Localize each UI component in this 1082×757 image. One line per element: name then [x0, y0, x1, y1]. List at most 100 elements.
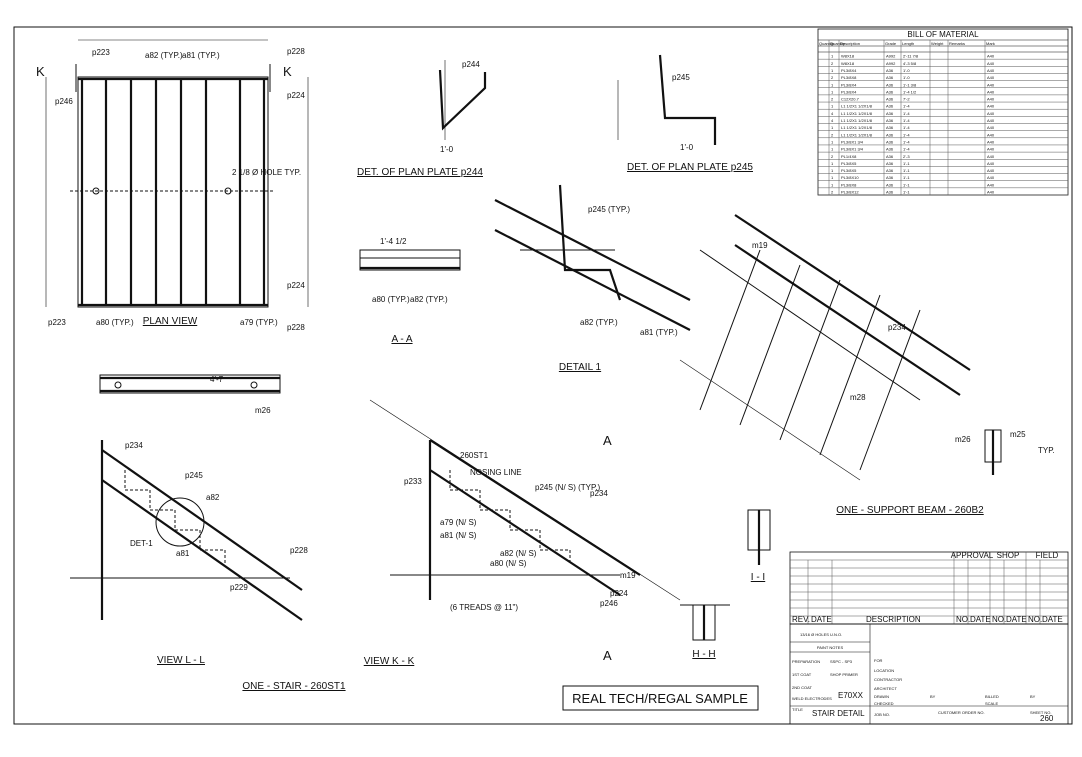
bom-cell: A40	[987, 132, 995, 137]
p245-caption: DET. OF PLAN PLATE p245	[627, 162, 753, 173]
bom-header: Remarks	[949, 41, 965, 46]
bom-cell: A40	[987, 104, 995, 109]
bom-cell: A40	[987, 125, 995, 130]
ll-mark-det1: DET-1	[130, 539, 153, 548]
bom-cell: 1'-4	[903, 132, 910, 137]
aa-mark-a82: a82 (TYP.)	[410, 295, 448, 304]
tb-sheet: SHEET NO.	[1030, 710, 1052, 715]
bom-cell: A36	[886, 132, 894, 137]
bom-cell: 1	[831, 89, 834, 94]
bom-title: BILL OF MATERIAL	[907, 30, 979, 39]
beam-mark-m25: m25	[1010, 430, 1026, 439]
beam-mark-typ: TYP.	[1038, 446, 1055, 455]
plan-mark-p246: p246	[55, 97, 73, 106]
bom-cell: A40	[987, 168, 995, 173]
bom-cell: 1'-4	[903, 125, 910, 130]
bom-cell: A40	[987, 89, 995, 94]
ii-caption: I - I	[751, 572, 765, 583]
tb-description: DESCRIPTION	[866, 615, 921, 624]
kk-treads: (6 TREADS @ 11")	[450, 603, 518, 612]
tb-date: DATE	[811, 615, 832, 624]
bom-cell: A40	[987, 175, 995, 180]
tb-weld-val: E70XX	[838, 691, 864, 700]
tb-title-lbl: TITLE	[792, 707, 803, 712]
bom-cell: L1 1/2X1 1/2X1/8	[841, 125, 873, 130]
tb-holes: 13/16 Ø HOLES U.N.O.	[800, 632, 842, 637]
bom-cell: PL3/8X10	[841, 175, 859, 180]
bom-cell: A40	[987, 190, 995, 195]
tb-contractor: CONTRACTOR	[874, 677, 902, 682]
bom-cell: A36	[886, 139, 894, 144]
bom-cell: A36	[886, 82, 894, 87]
bom-cell: 2'-3	[903, 154, 910, 159]
title-block: APPROVAL SHOP FIELD REV. DATE DESCRIPTIO…	[789, 551, 1069, 725]
ll-mark-p228: p228	[290, 546, 308, 555]
section-i-i: I - I	[747, 509, 771, 583]
kk-mark-p245: p245 (N/ S) (TYP.)	[535, 483, 601, 492]
section-a-top: A	[603, 433, 612, 448]
bom-cell: 7'-2	[903, 97, 910, 102]
section-a-a: 1'-4 1/2 a80 (TYP.) a82 (TYP.) A - A	[359, 237, 461, 345]
plan-view-caption: PLAN VIEW	[143, 316, 198, 327]
bom-cell: A40	[987, 75, 995, 80]
beam-mark-m28: m28	[850, 393, 866, 402]
bom-cell: 2	[831, 154, 834, 159]
bom-cell: A40	[987, 54, 995, 59]
bom-header: Weight	[931, 41, 944, 46]
kk-mark-p246: p246	[600, 599, 618, 608]
bom-cell: A36	[886, 168, 894, 173]
bom-cell: A36	[886, 75, 894, 80]
kk-mark-a79: a79 (N/ S)	[440, 518, 477, 527]
p245-mark: p245	[672, 73, 690, 82]
tb-approval: APPROVAL	[951, 551, 994, 560]
bom-cell: 1	[831, 139, 834, 144]
plan-mark-p223: p223	[92, 48, 110, 57]
detail1-caption: DETAIL 1	[559, 362, 602, 373]
bill-of-material: BILL OF MATERIAL QuantityQuantityDescrip…	[817, 28, 1069, 196]
tb-scale: SCALE	[985, 701, 998, 706]
bom-cell: A36	[886, 118, 894, 123]
detail-p244: p244 1'-0 DET. OF PLAN PLATE p244	[357, 60, 487, 178]
bom-cell: 4	[831, 111, 834, 116]
p244-mark: p244	[462, 60, 480, 69]
plan-mark-p223-b: p223	[48, 318, 66, 327]
bom-cell: A36	[886, 154, 894, 159]
bom-cell: 2	[831, 132, 834, 137]
bom-cell: A36	[886, 111, 894, 116]
bom-cell: PL3/8X1 3/4	[841, 147, 864, 152]
view-l-l: p234 p245 a82 a81 DET-1 p228 p229 4'-7 m…	[70, 375, 308, 666]
bom-cell: 1'-0	[903, 75, 910, 80]
tb-by: BY	[930, 694, 936, 699]
bom-cell: 2	[831, 190, 834, 195]
tb-checked: CHECKED	[874, 701, 894, 706]
bom-cell: 1'-4	[903, 139, 910, 144]
detail1-mark-p245: p245 (TYP.)	[588, 205, 630, 214]
plan-mark-p224-b: p224	[287, 281, 305, 290]
ll-caption: VIEW L - L	[157, 655, 205, 666]
tb-prep: PREPARATION	[792, 659, 820, 664]
plan-mark-p228: p228	[287, 47, 305, 56]
bom-cell: PL3/8X8	[841, 75, 857, 80]
bom-cell: A40	[987, 111, 995, 116]
tb-field: FIELD	[1036, 551, 1059, 560]
sheet-border	[13, 26, 1073, 725]
bom-cell: PL1/4X8	[841, 154, 857, 159]
bom-cell: A40	[987, 147, 995, 152]
bom-cell: PL3/8X5	[841, 168, 857, 173]
tb-paint-notes: PAINT NOTES	[817, 645, 844, 650]
bom-cell: A40	[987, 68, 995, 73]
aa-mark-a80: a80 (TYP.)	[372, 295, 410, 304]
stair-title: ONE - STAIR - 260ST1	[242, 681, 346, 692]
plan-mark-a80: a80 (TYP.)	[96, 318, 134, 327]
bom-header: Description	[840, 41, 860, 46]
tb-prep-val: SSPC - SP3	[830, 659, 853, 664]
bom-cell: PL3/8X4	[841, 89, 857, 94]
ll-mark-p229: p229	[230, 583, 248, 592]
bom-cell: A40	[987, 139, 995, 144]
ll-mark-p245: p245	[185, 471, 203, 480]
bom-cell: PL3/8X5	[841, 161, 857, 166]
support-beam: m19 p234 m28 m25 m26 TYP. ONE - SUPPORT …	[679, 214, 1055, 516]
tb-first-coat: 1ST COAT	[792, 672, 812, 677]
bom-cell: 1'-0	[903, 68, 910, 73]
section-a-bottom: A	[603, 648, 612, 663]
